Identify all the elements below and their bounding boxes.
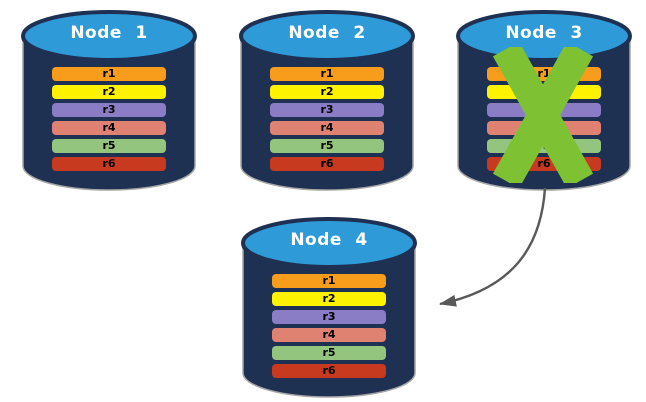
node-title: Node 3 [505,23,583,43]
node-title: Node 4 [290,230,368,250]
node-3: Node 3 r1 r2 r3 r4 r5 r6 [455,9,633,193]
replica-list: r1 r2 r3 r4 r5 r6 [52,67,166,175]
replica-row-r5: r5 [52,139,166,153]
failure-x-icon [492,47,594,183]
replica-row-r2: r2 [52,85,166,99]
replica-row-r1: r1 [272,274,386,288]
replica-row-r4: r4 [270,121,384,135]
replica-row-r2: r2 [270,85,384,99]
cylinder-top [239,10,415,62]
replica-row-r4: r4 [272,328,386,342]
cylinder-top [21,10,197,62]
node-1: Node 1 r1 r2 r3 r4 r5 r6 [20,9,198,193]
replica-row-r1: r1 [270,67,384,81]
replica-row-r6: r6 [272,364,386,378]
replica-row-r5: r5 [272,346,386,360]
node-2: Node 2 r1 r2 r3 r4 r5 r6 [238,9,416,193]
arrow-curve [439,187,547,307]
replica-row-r6: r6 [52,157,166,171]
node-4: Node 4 r1 r2 r3 r4 r5 r6 [240,216,418,400]
cylinder-top [456,10,632,62]
replica-row-r3: r3 [272,310,386,324]
replica-list: r1 r2 r3 r4 r5 r6 [270,67,384,175]
node-title: Node 2 [288,23,366,43]
replica-row-r3: r3 [52,103,166,117]
replica-row-r1: r1 [52,67,166,81]
replica-row-r3: r3 [270,103,384,117]
replica-row-r5: r5 [270,139,384,153]
replica-list: r1 r2 r3 r4 r5 r6 [272,274,386,382]
cylinder-top [241,217,417,269]
replica-row-r4: r4 [52,121,166,135]
node-title: Node 1 [70,23,148,43]
replica-row-r6: r6 [270,157,384,171]
replica-row-r2: r2 [272,292,386,306]
